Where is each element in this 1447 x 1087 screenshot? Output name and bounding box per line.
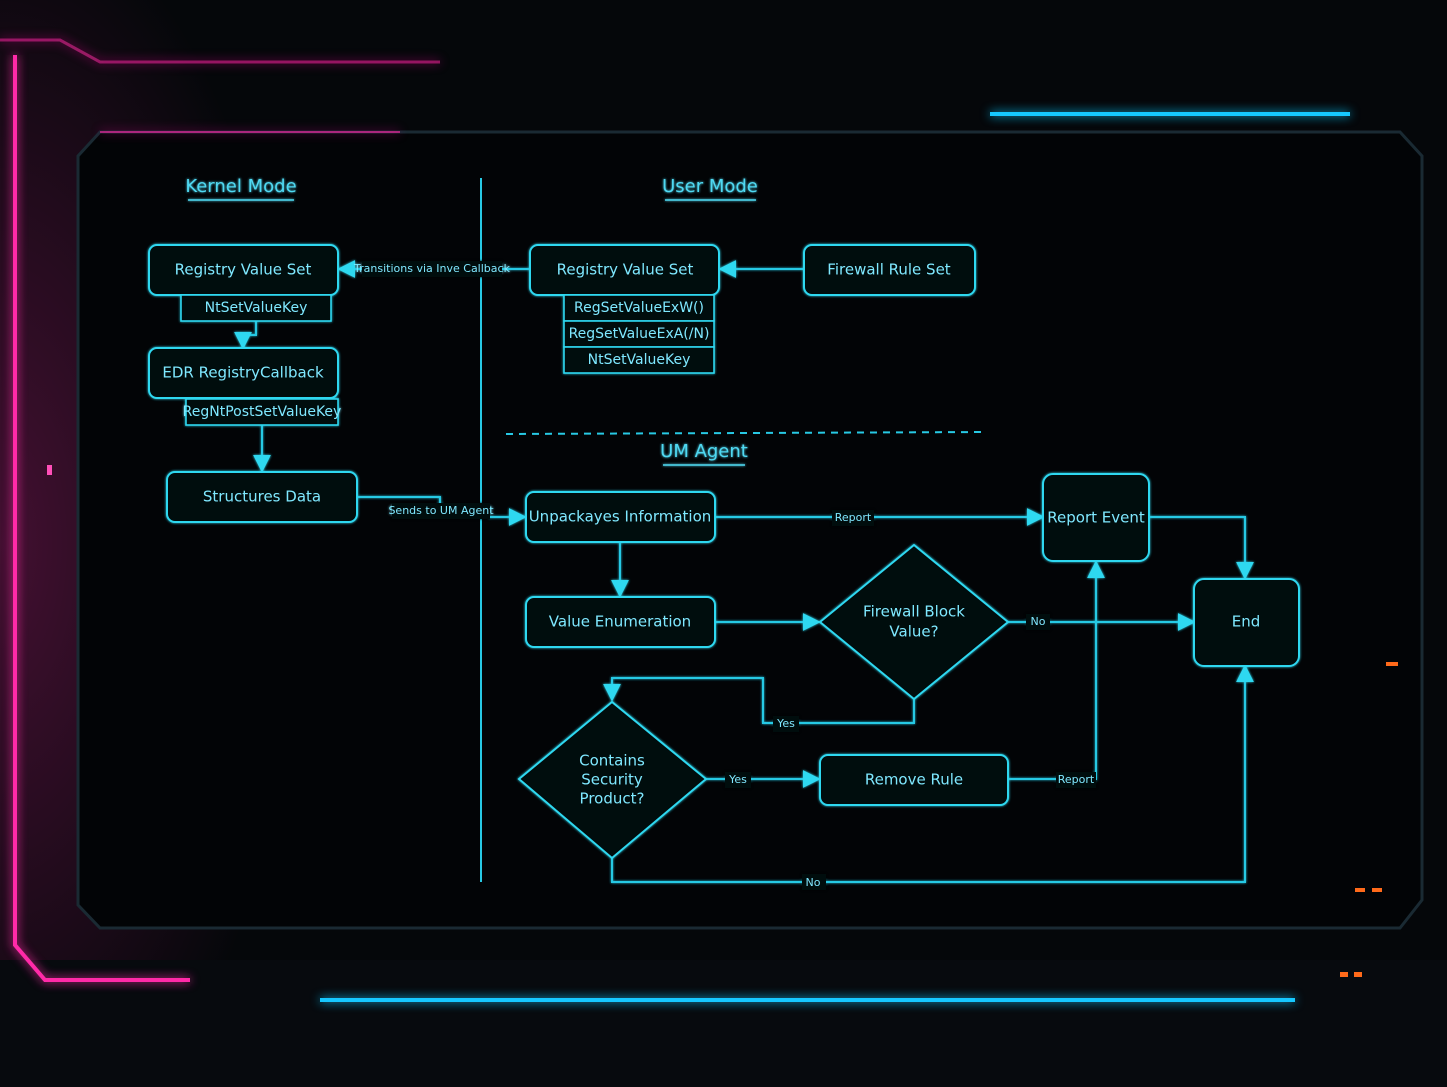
node-box	[803, 244, 976, 296]
node-label: Value Enumeration	[549, 613, 691, 631]
node-a-fwblock: Firewall Block Value?	[818, 543, 1010, 701]
node-label: End	[1232, 613, 1261, 631]
edge-label-report1: Report	[835, 511, 872, 524]
node-label: Security	[581, 771, 643, 789]
node-box	[1193, 578, 1300, 667]
label-bg	[773, 716, 799, 732]
node-box	[525, 491, 716, 543]
node-label: Firewall Rule Set	[827, 261, 951, 279]
label-bg	[1026, 614, 1050, 630]
node-box	[563, 320, 715, 348]
node-u-fw: Firewall Rule Set	[803, 244, 976, 296]
orange-indicator-light	[1355, 888, 1365, 892]
edge-label-yes2: Yes	[728, 773, 747, 786]
node-label: Registry Value Set	[175, 261, 312, 279]
label-bg	[832, 510, 874, 526]
node-a-end: End	[1193, 578, 1300, 667]
node-a-enum: Value Enumeration	[525, 596, 716, 648]
label-bg	[725, 772, 751, 788]
node-label: Unpackayes Information	[529, 508, 712, 526]
node-u-a: RegSetValueExA(/N)	[563, 320, 715, 348]
edge-label-no1: No	[1031, 615, 1046, 628]
node-box	[1042, 473, 1150, 562]
node-box	[185, 398, 339, 426]
node-k-edr: EDR RegistryCallback	[148, 347, 339, 399]
node-label: RegSetValueExW()	[574, 300, 704, 316]
edge-no2	[611, 664, 1254, 883]
orange-indicator-light	[1372, 888, 1382, 892]
node-u-w: RegSetValueExW()	[563, 294, 715, 322]
node-k-regnt: RegNtPostSetValueKey	[183, 398, 342, 426]
lane-title-kernel: Kernel Mode	[185, 176, 296, 197]
node-k-ntset: NtSetValueKey	[180, 294, 332, 322]
screen-panel	[76, 130, 1424, 930]
edge-yes1	[603, 677, 915, 724]
lane-title-agent: UM Agent	[660, 441, 748, 462]
decision-diamond	[517, 700, 708, 860]
orange-indicator-light	[1340, 972, 1348, 977]
node-label: NtSetValueKey	[205, 300, 308, 316]
label-bg	[362, 261, 502, 277]
node-a-contains: Contains Security Product?	[517, 700, 708, 860]
node-k-struct: Structures Data	[166, 471, 358, 523]
floor	[0, 960, 1447, 1087]
node-label: Report Event	[1047, 509, 1145, 527]
node-box	[180, 294, 332, 322]
edge-label-sends: Sends to UM Agent	[388, 504, 494, 517]
edge-label-transitions: Transitions via Inve Callback	[353, 262, 511, 275]
node-box	[563, 346, 715, 374]
label-bg	[1056, 772, 1096, 788]
edge-report-to-end	[1149, 516, 1254, 580]
node-label: RegSetValueExA(/N)	[569, 326, 710, 342]
node-label: NtSetValueKey	[588, 352, 691, 368]
decision-diamond	[818, 543, 1010, 701]
node-label: RegNtPostSetValueKey	[183, 404, 342, 420]
node-label: Product?	[580, 790, 645, 808]
node-box	[563, 294, 715, 322]
node-label: Value?	[889, 623, 938, 641]
orange-indicator-light	[1354, 972, 1362, 977]
node-k-regset: Registry Value Set	[148, 244, 339, 296]
node-label: Registry Value Set	[557, 261, 694, 279]
label-bg	[392, 503, 490, 519]
node-u-nt: NtSetValueKey	[563, 346, 715, 374]
agent-divider	[505, 431, 986, 435]
node-label: Contains	[579, 752, 645, 770]
edge-ntset-to-edr	[234, 321, 257, 350]
node-a-unpack: Unpackayes Information	[525, 491, 716, 543]
node-a-report: Report Event	[1042, 473, 1150, 562]
node-label: Firewall Block	[863, 603, 965, 621]
node-u-regset: Registry Value Set	[529, 244, 720, 296]
edge-label-report2: Report	[1058, 773, 1095, 786]
node-box	[148, 347, 339, 399]
lane-title-user: User Mode	[662, 176, 758, 197]
node-a-remove: Remove Rule	[819, 754, 1009, 806]
node-label: Remove Rule	[865, 771, 963, 789]
node-label: Structures Data	[203, 488, 321, 506]
label-bg	[802, 874, 826, 890]
node-label: EDR RegistryCallback	[162, 364, 324, 382]
pink-indicator-light	[47, 465, 52, 475]
neon-frame	[0, 38, 1350, 1002]
node-box	[166, 471, 358, 523]
neon-pink-left	[13, 55, 190, 982]
orange-indicator-light	[1386, 662, 1398, 666]
node-box	[819, 754, 1009, 806]
edge-label-no2: No	[806, 876, 821, 889]
node-box	[525, 596, 716, 648]
neon-pink-top	[0, 38, 440, 64]
edge-label-yes1: Yes	[776, 717, 795, 730]
